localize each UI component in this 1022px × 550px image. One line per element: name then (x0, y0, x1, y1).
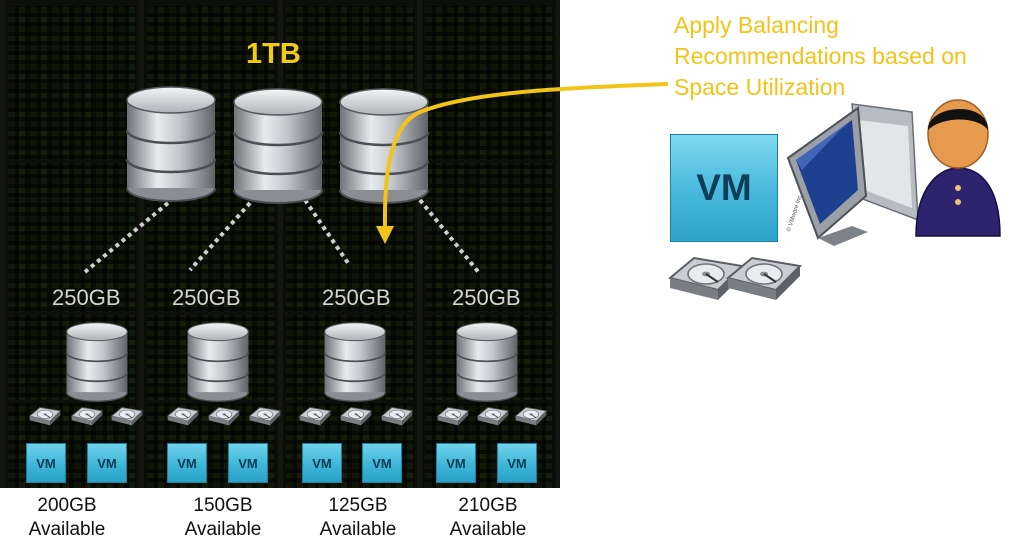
hard-disk-icon (515, 407, 547, 426)
lun-capacity-label: 250GB (52, 285, 121, 310)
callout-line: Space Utilization (674, 74, 846, 100)
rack-cabinet-1 (5, 0, 139, 488)
vm-icon: VM (436, 443, 476, 483)
vm-icon: VM (228, 443, 268, 483)
vm-icon: VM (302, 443, 342, 483)
balancing-callout: Apply Balancing Recommendations based on… (674, 10, 1014, 103)
lun-capacity-label: 250GB (322, 285, 391, 310)
hard-disk-icon (167, 407, 199, 426)
arrowhead-icon (376, 226, 394, 244)
hard-disk-icon (208, 407, 240, 426)
hard-disk-icon (477, 407, 509, 426)
database-icon (66, 321, 128, 403)
vm-icon: VM (167, 443, 207, 483)
datastore-available-label: 125GB Available (293, 494, 423, 542)
available-text: Available (449, 519, 527, 540)
hard-disk-icon (249, 407, 281, 426)
dotted-connector (418, 198, 482, 276)
database-icon (233, 88, 323, 204)
datastore-available-label: 150GB Available (158, 494, 288, 542)
rack-divider (8, 400, 136, 403)
computer-monitor-icon (786, 103, 919, 246)
rack-divider (8, 160, 136, 163)
vm-icon: VM (670, 134, 778, 242)
rack-top-cap (286, 0, 414, 6)
lun-capacity-label: 250GB (452, 285, 521, 310)
callout-line: Apply Balancing (674, 12, 839, 38)
disk-row (29, 407, 547, 426)
available-text: Available (319, 519, 397, 540)
hard-disk-icon (299, 407, 331, 426)
dotted-connector (188, 201, 252, 272)
available-text: Available (184, 519, 262, 540)
available-text: Available (28, 519, 106, 540)
datastore-available-label: 200GB Available (2, 494, 132, 542)
storage-pool-capacity-label: 1TB (246, 38, 301, 70)
rack-divider (425, 312, 553, 315)
database-icon (456, 321, 518, 403)
rack-cabinet-4 (422, 0, 556, 488)
available-value: 210GB (458, 495, 518, 516)
rack-divider (147, 312, 275, 315)
callout-line: Recommendations based on (674, 43, 967, 69)
dotted-connector (83, 201, 170, 274)
datastore-available-label: 210GB Available (423, 494, 553, 542)
hard-disk-icon (340, 407, 372, 426)
database-icon (339, 88, 429, 204)
hard-disk-icon (29, 407, 61, 426)
rack-top-cap (8, 0, 136, 6)
hard-disk-icon (437, 407, 469, 426)
hard-disk-icon (111, 407, 143, 426)
rack-top-cap (425, 0, 553, 6)
rack-divider (425, 160, 553, 163)
curved-arrow-icon (382, 82, 669, 229)
database-icon (324, 321, 386, 403)
rack-divider (286, 312, 414, 315)
dotted-connector (303, 198, 352, 268)
vm-icon: VM (87, 443, 127, 483)
database-icon (187, 321, 249, 403)
vm-icon: VM (362, 443, 402, 483)
administrator-icon (915, 99, 1001, 237)
database-icon (126, 86, 216, 202)
vm-icon: VM (497, 443, 537, 483)
lun-capacity-label: 250GB (172, 285, 241, 310)
available-value: 150GB (193, 495, 253, 516)
rack-top-cap (147, 0, 275, 6)
hard-disk-icon (726, 256, 802, 302)
rack-divider (8, 312, 136, 315)
hard-disk-icon (381, 407, 413, 426)
hard-disk-icon (71, 407, 103, 426)
vmware-watermark: © VMware Inc. (785, 193, 804, 233)
available-value: 200GB (37, 495, 97, 516)
vm-icon: VM (26, 443, 66, 483)
rack-cabinet-3 (283, 0, 417, 488)
available-value: 125GB (328, 495, 388, 516)
